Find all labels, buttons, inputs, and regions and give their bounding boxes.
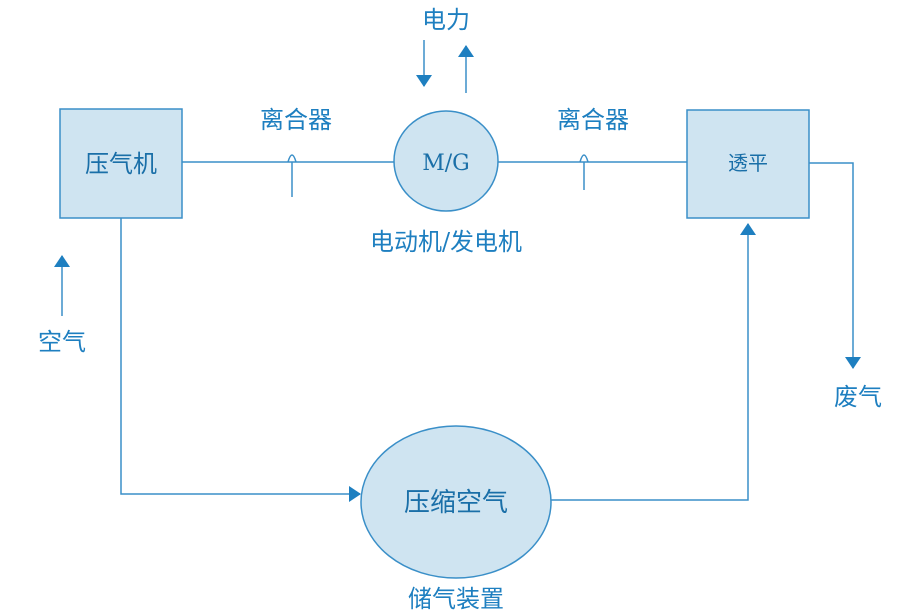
compressor-block: 压气机 (59, 108, 183, 219)
turbine-block: 透平 (686, 109, 810, 219)
motor-generator-caption: 电动机/发电机 (370, 228, 522, 256)
electricity-label: 电力 (422, 6, 470, 34)
clutch-left-label: 离合器 (260, 106, 332, 134)
air-storage: 压缩空气 (360, 425, 552, 579)
storage-device-label: 储气装置 (408, 585, 504, 613)
motor-generator: M/G (393, 110, 499, 212)
storage-to-turbine-line (551, 223, 756, 501)
clutch-left-mark (287, 154, 297, 197)
exhaust-line (809, 162, 861, 369)
clutch-right-mark (579, 154, 589, 190)
exhaust-label: 废气 (834, 383, 882, 411)
compressor-label: 压气机 (85, 150, 157, 178)
motor-generator-label: M/G (422, 151, 470, 176)
air-label: 空气 (38, 328, 86, 356)
compressor-to-storage-line (120, 218, 361, 502)
compressed-air-label: 压缩空气 (404, 488, 508, 518)
turbine-label: 透平 (728, 151, 768, 175)
clutch-right-label: 离合器 (557, 106, 629, 134)
